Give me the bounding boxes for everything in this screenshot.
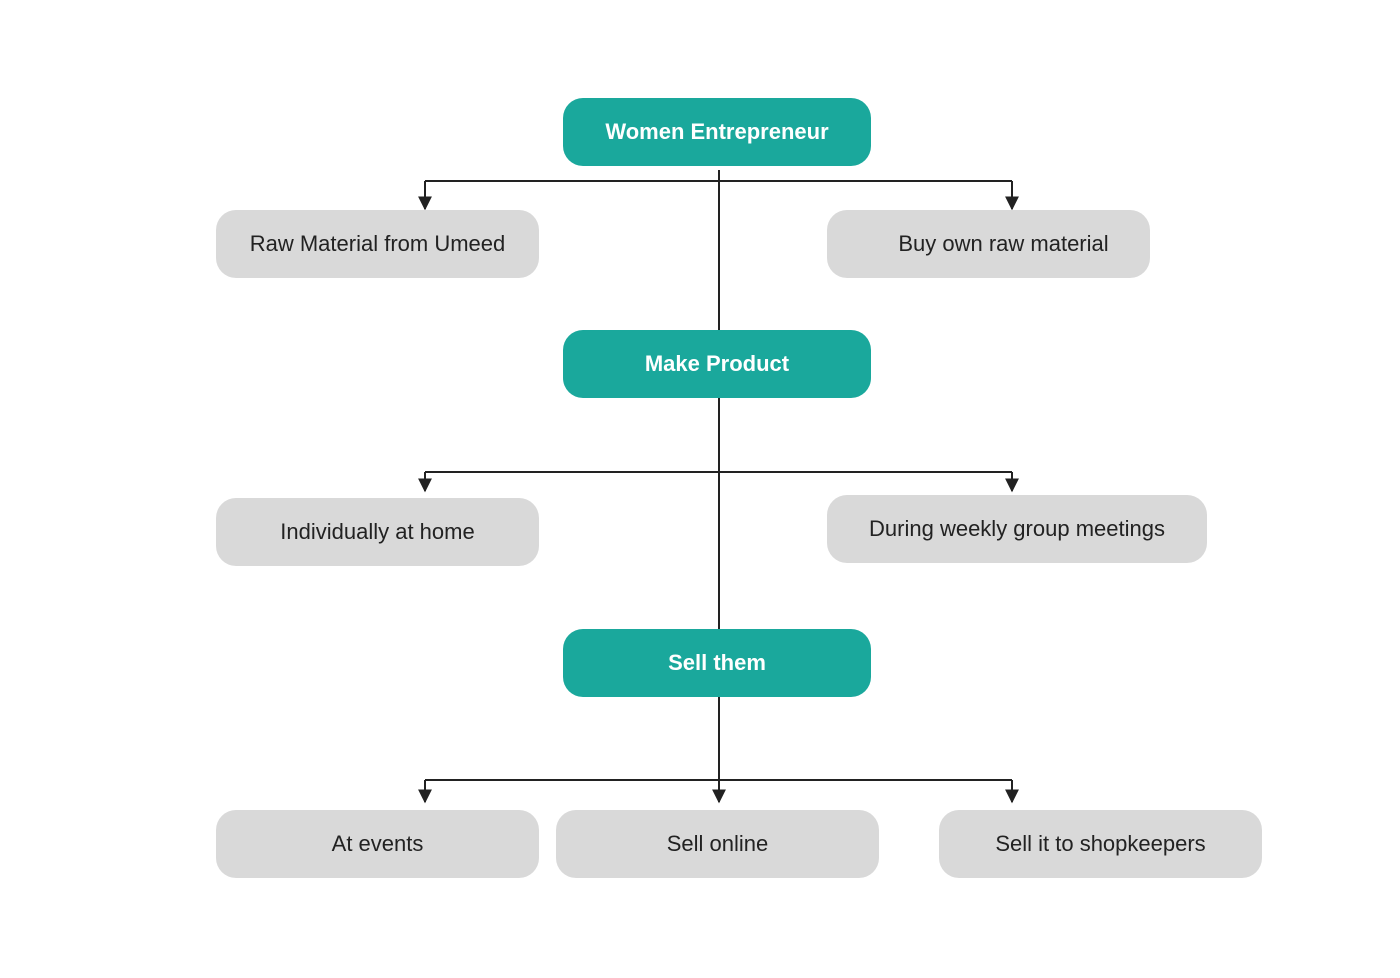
node-women-entrepreneur: Women Entrepreneur [563,98,871,166]
node-make-product: Make Product [563,330,871,398]
node-raw-material-from-umeed: Raw Material from Umeed [216,210,539,278]
node-sell-it-to-shopkeepers: Sell it to shopkeepers [939,810,1262,878]
node-at-events: At events [216,810,539,878]
node-sell-them: Sell them [563,629,871,697]
node-individually-at-home: Individually at home [216,498,539,566]
node-sell-online: Sell online [556,810,879,878]
node-during-weekly-group-meetings: During weekly group meetings [827,495,1207,563]
node-buy-own-raw-material: Buy own raw material [827,210,1150,278]
